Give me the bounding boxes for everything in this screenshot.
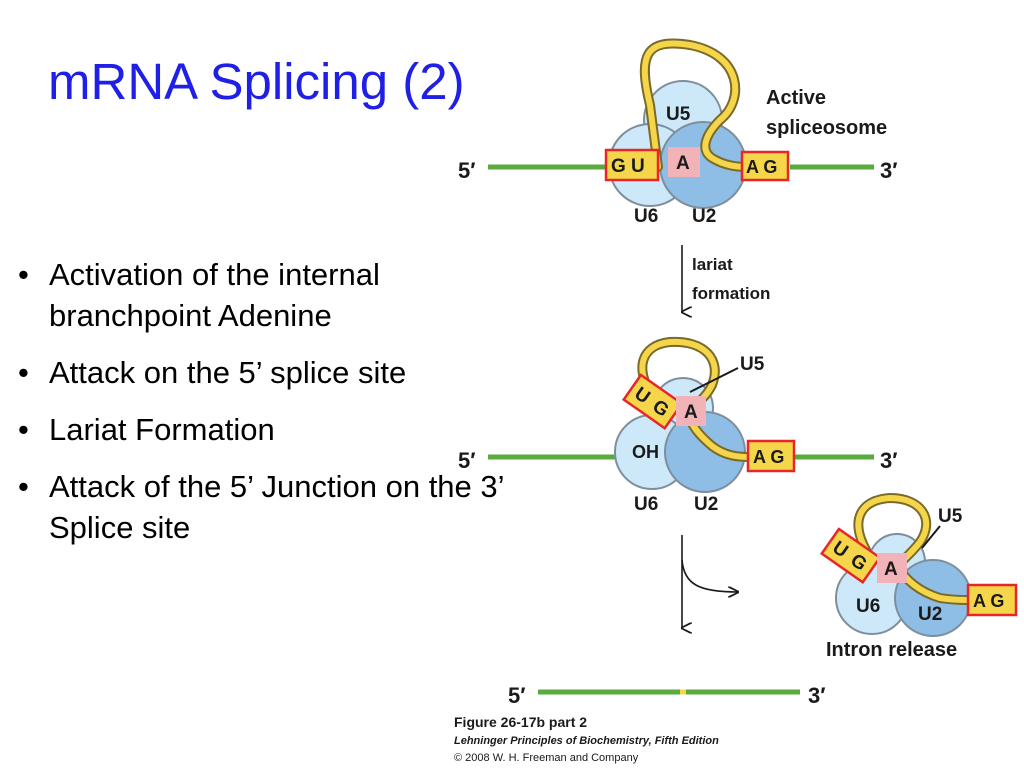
label-gu: G U (611, 156, 645, 177)
label-u6: U6 (856, 596, 880, 617)
label-u5: U5 (938, 506, 963, 527)
label-ag: A G (746, 157, 777, 177)
ag-splice-site (746, 439, 796, 473)
ug-lariat-tag (819, 527, 882, 584)
label-u6: U6 (634, 206, 658, 227)
label-5prime: 5′ (458, 158, 476, 183)
gu-splice-site (604, 148, 660, 182)
label-u5: U5 (740, 354, 765, 375)
label-u2: U2 (692, 206, 716, 227)
bullet-item: • Lariat Formation (16, 409, 536, 450)
stage-active-spliceosome: 5′ 3′ U5 G U A A G U6 U2 Active spliceos… (458, 38, 898, 227)
ag-splice-site (740, 150, 790, 182)
label-3prime: 3′ (808, 683, 826, 708)
bullet-icon: • (18, 412, 29, 447)
released-intron: U G U5 A A G U6 U2 Intron release (819, 493, 1018, 661)
label-ag: A G (753, 447, 784, 467)
bullet-icon: • (18, 469, 29, 504)
label-adenine: A (884, 559, 898, 580)
slide-title: mRNA Splicing (2) (48, 53, 465, 110)
label-intron-release: Intron release (826, 639, 957, 661)
label-3prime: 3′ (880, 158, 898, 183)
label-ag: A G (973, 591, 1004, 611)
branchpoint-adenine (676, 396, 706, 426)
u5-pointer (689, 367, 739, 393)
figure-caption-book: Lehninger Principles of Biochemistry, Fi… (454, 735, 719, 747)
lariat-loop-fill (855, 495, 971, 603)
intron-loop-fill (641, 40, 751, 170)
branchpoint-adenine (877, 553, 907, 583)
branchpoint-adenine (668, 147, 700, 177)
bullet-icon: • (18, 355, 29, 390)
figure-caption-title: Figure 26-17b part 2 (454, 714, 587, 730)
label-3prime: 3′ (880, 448, 898, 473)
u5-pointer (921, 525, 941, 549)
label-u6: U6 (634, 494, 658, 515)
label-5prime: 5′ (458, 448, 476, 473)
label-lariat-1: lariat (692, 255, 733, 274)
label-u5: U5 (666, 104, 691, 125)
figure-caption-copyright: © 2008 W. H. Freeman and Company (454, 752, 639, 764)
bullet-item: • Activation of the internal branchpoint … (16, 254, 536, 336)
label-active-2: spliceosome (766, 117, 887, 139)
label-5prime: 5′ (508, 683, 526, 708)
ug-lariat-tag (621, 373, 684, 430)
bullet-text: Activation of the internal branchpoint A… (49, 257, 380, 333)
bullet-list: • Activation of the internal branchpoint … (16, 254, 536, 564)
label-oh: OH (632, 442, 659, 462)
bullet-icon: • (18, 257, 29, 292)
label-adenine: A (676, 153, 690, 174)
label-u2: U2 (918, 604, 942, 625)
stage-lariat: U G 5′ 3′ U5 A OH A G U6 U2 (458, 336, 898, 515)
label-lariat-2: formation (692, 284, 770, 303)
arrow-exon-ligation (682, 535, 738, 628)
bullet-text: Attack on the 5’ splice site (49, 355, 407, 390)
ag-splice-site (966, 583, 1018, 617)
label-active-1: Active (766, 87, 826, 109)
bullet-text: Lariat Formation (49, 412, 275, 447)
arrow-lariat-formation: lariat formation (682, 245, 770, 312)
label-adenine: A (684, 402, 698, 423)
lariat-loop-fill (639, 338, 753, 460)
bullet-item: • Attack of the 5’ Junction on the 3’ Spl… (16, 466, 536, 548)
label-u2: U2 (694, 494, 718, 515)
bullet-item: • Attack on the 5’ splice site (16, 352, 536, 393)
spliced-mrna: 5′ 3′ (508, 683, 826, 708)
bullet-text: Attack of the 5’ Junction on the 3’ Spli… (49, 469, 504, 545)
branch-arrow-icon (681, 559, 738, 592)
